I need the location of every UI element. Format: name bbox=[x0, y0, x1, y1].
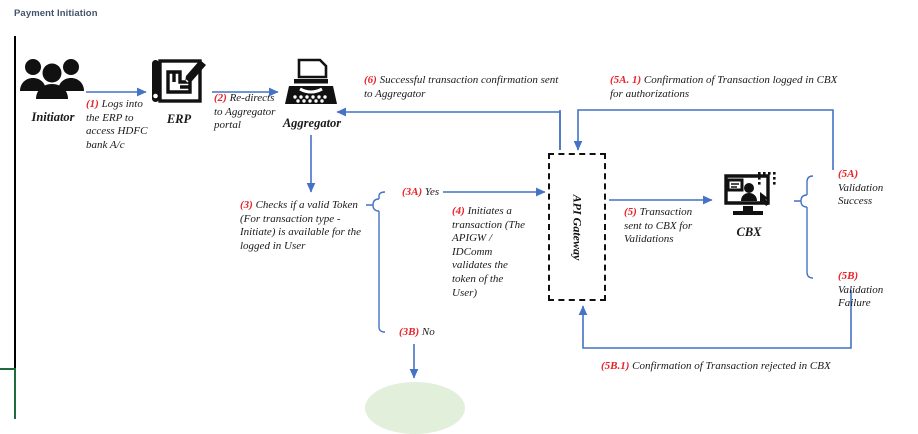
callout-text: Confirmation of Transaction logged in CB… bbox=[610, 74, 838, 100]
callout-tag: (3B) bbox=[399, 326, 420, 338]
callout-text: Checks if a valid Token (For transaction… bbox=[240, 199, 361, 252]
typewriter-icon bbox=[282, 58, 340, 108]
decision-brace bbox=[366, 191, 386, 333]
node-label-api-gateway: API Gateway bbox=[570, 194, 585, 260]
callout-tag: (3A) bbox=[402, 186, 423, 198]
callout-tag: (4) bbox=[452, 205, 465, 217]
callout-tag: (5A) bbox=[838, 168, 859, 180]
callout-text: Validation Failure bbox=[838, 283, 884, 310]
left-green-rule bbox=[14, 368, 16, 419]
callout-tag: (1) bbox=[86, 98, 99, 110]
callout-step-5b1: (5B.1) Confirmation of Transaction rejec… bbox=[601, 360, 833, 374]
callout-step-6: (6) Successful transaction confirmation … bbox=[364, 74, 564, 101]
left-black-rule bbox=[14, 36, 16, 368]
callout-step-5a1: (5A. 1) Confirmation of Transaction logg… bbox=[610, 74, 850, 101]
callout-step-3: (3) Checks if a valid Token (For transac… bbox=[240, 199, 370, 253]
page-title: Payment Initiation bbox=[14, 8, 98, 19]
callout-tag: (3) bbox=[240, 199, 253, 211]
flow-connectors-layer bbox=[86, 87, 852, 379]
callout-tag: (5A. 1) bbox=[610, 74, 642, 86]
callout-tag: (5) bbox=[624, 206, 637, 218]
node-label-cbx: CBX bbox=[736, 225, 762, 239]
api-gateway-box bbox=[548, 153, 606, 301]
callout-text: Confirmation of Transaction rejected in … bbox=[632, 360, 831, 372]
callout-step-5a: (5A) Validation Success bbox=[838, 168, 908, 209]
callout-tag: (5B) bbox=[838, 270, 859, 282]
callout-text: Re-directs to Aggregator portal bbox=[214, 92, 276, 132]
node-label-initiator: Initiator bbox=[31, 110, 75, 124]
blueprint-pencil-icon bbox=[150, 56, 208, 108]
callout-text: Yes bbox=[424, 186, 440, 198]
green-rule-tick bbox=[0, 368, 16, 370]
arrow-success-feedback-to-apigw bbox=[573, 109, 834, 170]
api-gateway-label-wrap: API Gateway bbox=[548, 153, 606, 301]
green-ellipse-shape bbox=[365, 382, 465, 434]
callout-step-3b: (3B) No bbox=[399, 326, 455, 340]
callout-step-3a: (3A) Yes bbox=[402, 186, 462, 200]
callout-step-5b: (5B) Validation Failure bbox=[838, 270, 908, 311]
callout-tag: (6) bbox=[364, 74, 377, 86]
callout-text: Logs into the ERP to access HDFC bank A/… bbox=[86, 98, 148, 151]
arrow-step6-line bbox=[336, 107, 561, 150]
callout-text: Transaction sent to CBX for Validations bbox=[624, 206, 693, 246]
monitor-user-icon bbox=[718, 168, 780, 220]
callout-text: Validation Success bbox=[838, 181, 884, 208]
callout-step-5: (5) Transaction sent to CBX for Validati… bbox=[624, 206, 708, 247]
callout-text: Successful transaction confirmation sent… bbox=[364, 74, 559, 100]
node-label-aggregator: Aggregator bbox=[282, 116, 342, 130]
callout-text: No bbox=[421, 326, 435, 338]
callout-step-4: (4) Initiates a transaction (The APIGW /… bbox=[452, 205, 528, 300]
node-label-erp: ERP bbox=[166, 112, 192, 126]
people-group-icon bbox=[18, 57, 86, 101]
arrow-failure-feedback-to-apigw bbox=[578, 290, 852, 349]
callout-tag: (5B.1) bbox=[601, 360, 630, 372]
callout-text: Initiates a transaction (The APIGW / IDC… bbox=[452, 205, 526, 299]
callout-step-1: (1) Logs into the ERP to access HDFC ban… bbox=[86, 98, 150, 152]
callout-tag: (2) bbox=[214, 92, 227, 104]
result-brace bbox=[794, 175, 814, 279]
callout-step-2: (2) Re-directs to Aggregator portal bbox=[214, 92, 276, 133]
